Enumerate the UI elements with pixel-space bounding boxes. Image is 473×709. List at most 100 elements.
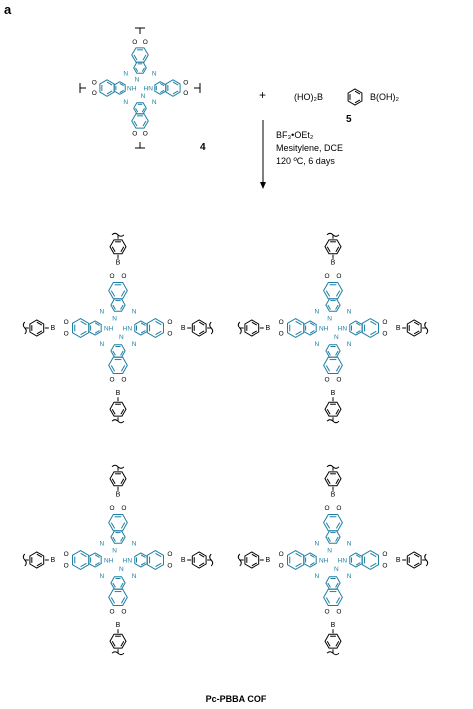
meso-nitrogen: N [132, 541, 137, 548]
nitrogen-atom: N [334, 566, 339, 573]
double-bond [325, 290, 331, 297]
benzo-ring [131, 113, 149, 129]
double-bond [295, 330, 302, 336]
continuation-wave [326, 464, 340, 469]
oxygen-atom: O [167, 319, 172, 326]
oxygen-atom: O [382, 551, 387, 558]
continuation-wave [326, 232, 340, 237]
double-bond [309, 562, 315, 566]
boron-atom: B [181, 557, 186, 564]
benzo-ring [131, 47, 149, 63]
nitrogen-atom: N [141, 93, 146, 100]
continuation-wave [424, 553, 429, 567]
double-bond [120, 408, 125, 415]
boronic-acid-right: B(OH)₂ [370, 92, 399, 102]
benzo-ring [108, 282, 128, 300]
phenylene-linker [324, 239, 342, 255]
boron-atom: B [331, 390, 336, 397]
double-bond [133, 120, 138, 127]
double-bond [198, 321, 205, 326]
boron-atom: B [116, 260, 121, 267]
double-bond [198, 330, 205, 335]
double-bond [413, 553, 420, 558]
double-bond [142, 120, 147, 127]
oxygen-atom: O [336, 273, 341, 280]
boron-atom: B [396, 325, 401, 332]
double-bond [112, 536, 116, 542]
double-bond [309, 554, 315, 558]
oxygen-atom: O [121, 377, 126, 384]
oxygen-atom: O [325, 505, 330, 512]
double-bond [370, 320, 377, 326]
meso-nitrogen: N [347, 309, 352, 316]
boron-atom: B [265, 325, 270, 332]
double-bond [140, 330, 146, 334]
boron-atom: B [331, 622, 336, 629]
meso-nitrogen: N [347, 541, 352, 548]
nh-group: NH [127, 85, 137, 92]
phenylene-linker [324, 471, 342, 487]
boron-atom: B [50, 325, 55, 332]
continuation-wave [111, 651, 125, 656]
oxygen-atom: O [325, 377, 330, 384]
nh-group: NH [104, 326, 114, 333]
nh-group: NH [104, 558, 114, 565]
meso-nitrogen: N [132, 341, 137, 348]
continuation-wave [424, 321, 429, 335]
double-bond [326, 408, 331, 415]
double-bond [111, 246, 116, 253]
boron-atom: B [50, 557, 55, 564]
boron-atom: B [116, 390, 121, 397]
double-bond [198, 553, 205, 558]
double-bond [112, 582, 116, 588]
double-bond [94, 322, 100, 326]
boron-atom: B [181, 325, 186, 332]
oxygen-atom: O [64, 563, 69, 570]
continuation-wave [237, 321, 242, 335]
oxygen-atom: O [279, 551, 284, 558]
phenylene-linker [324, 633, 342, 649]
phenylene-linker [109, 471, 127, 487]
double-bond [335, 290, 341, 297]
double-bond [172, 90, 179, 95]
oxygen-atom: O [325, 609, 330, 616]
double-bond [251, 562, 258, 567]
double-bond [413, 562, 420, 567]
oxygen-atom: O [325, 273, 330, 280]
nitrogen-atom: N [327, 315, 332, 322]
phenylene-linker [109, 401, 127, 417]
double-bond [251, 553, 258, 558]
double-bond [159, 83, 165, 87]
benzo-ring [108, 588, 128, 606]
double-bond [413, 330, 420, 335]
double-bond [120, 582, 124, 588]
double-bond [335, 582, 339, 588]
double-bond [327, 304, 331, 310]
double-bond [120, 246, 125, 253]
benzo-ring [108, 356, 128, 374]
double-bond [355, 554, 361, 558]
double-bond [155, 562, 162, 568]
phenylene-linker [29, 551, 45, 569]
double-bond [36, 321, 43, 326]
oxygen-atom: O [121, 609, 126, 616]
benzo-ring [287, 318, 305, 338]
double-bond [80, 320, 87, 326]
benzene-ring [347, 88, 363, 106]
double-bond [110, 365, 116, 372]
continuation-wave [111, 232, 125, 237]
double-bond [335, 350, 339, 356]
monomer-5-structure: (HO)₂B B(OH)₂ [294, 88, 399, 106]
double-bond [295, 320, 302, 326]
double-bond [335, 478, 340, 485]
benzo-ring [146, 318, 164, 338]
continuation-wave [22, 321, 27, 335]
oxygen-atom: O [132, 39, 137, 46]
nitrogen-atom: N [334, 334, 339, 341]
double-bond [110, 522, 116, 529]
oxygen-atom: O [121, 505, 126, 512]
double-bond [106, 81, 113, 86]
